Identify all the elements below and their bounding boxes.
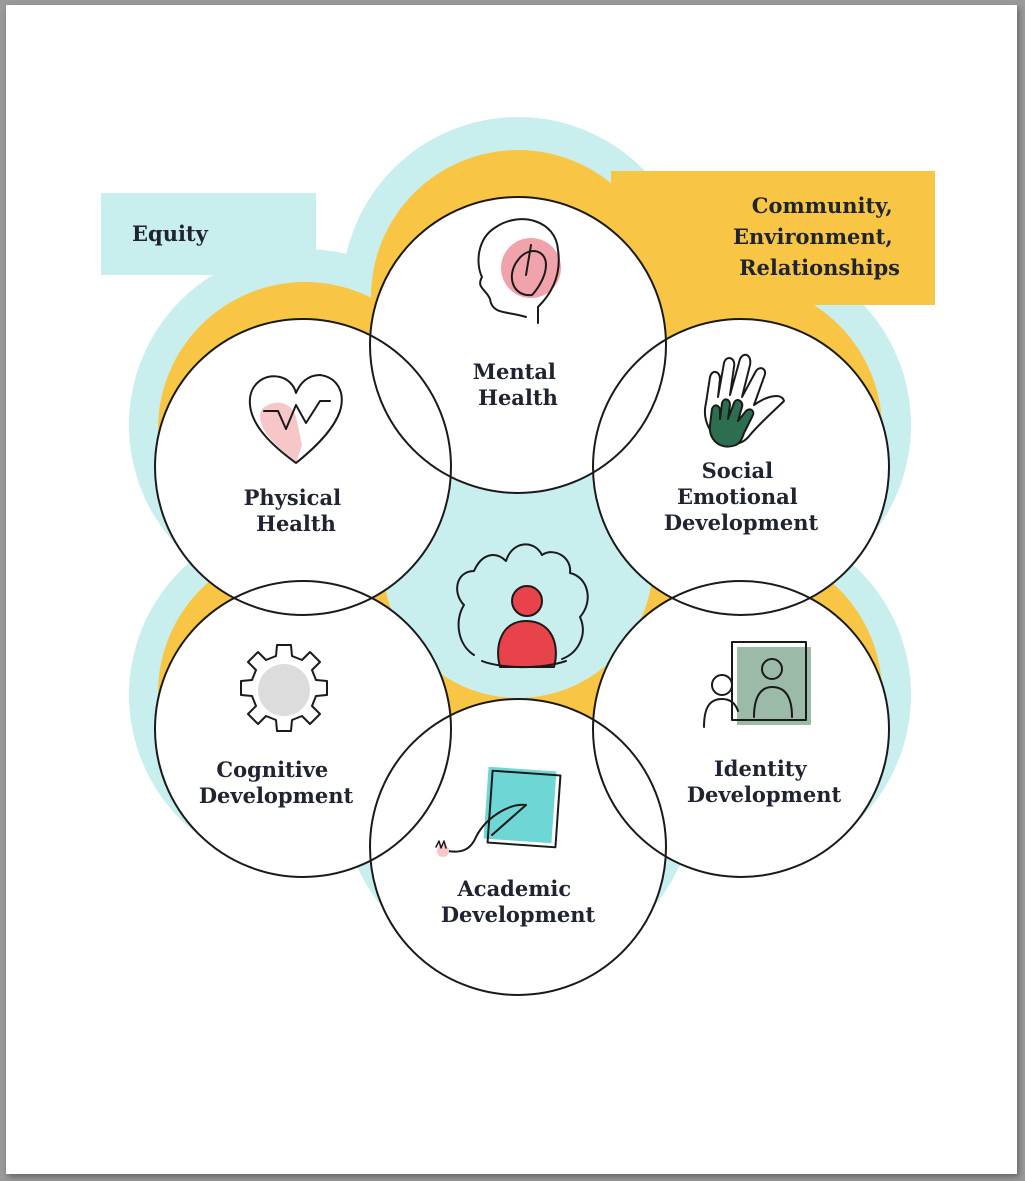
hands-icon: [704, 353, 785, 448]
community-label-line-2: Environment,: [733, 224, 893, 249]
social-emotional-label: Social Emotional Development: [664, 458, 819, 535]
cognitive-label: Cognitive Development: [199, 757, 354, 808]
equity-label: Equity: [132, 221, 209, 246]
physical-health-circle: [154, 318, 452, 616]
academic-label: Academic Development: [441, 876, 596, 927]
community-label-line-1: Community,: [752, 193, 893, 218]
cognitive-circle: [154, 580, 452, 878]
mental-health-circle: [369, 196, 667, 494]
center-core: [383, 428, 653, 698]
social-emotional-circle: [592, 318, 890, 616]
notebook-icon: [435, 766, 562, 857]
circle-outlines: [154, 196, 890, 996]
physical-health-label: Physical Health: [244, 485, 349, 536]
community-label-line-3: Relationships: [739, 255, 900, 280]
gear-icon: [240, 644, 328, 732]
wellbeing-diagram: Equity Community, Environment, Relations…: [101, 117, 935, 996]
community-label: Community, Environment, Relationships: [733, 193, 900, 280]
head-icon: [477, 218, 561, 324]
portrait-icon: [703, 641, 811, 728]
identity-circle: [592, 580, 890, 878]
mental-health-label: Mental Health: [473, 359, 563, 410]
identity-label: Identity Development: [687, 756, 842, 807]
heart-icon: [248, 374, 343, 464]
academic-circle: [369, 698, 667, 996]
group-person-icon: [456, 543, 589, 669]
page: Equity Community, Environment, Relations…: [6, 5, 1017, 1174]
